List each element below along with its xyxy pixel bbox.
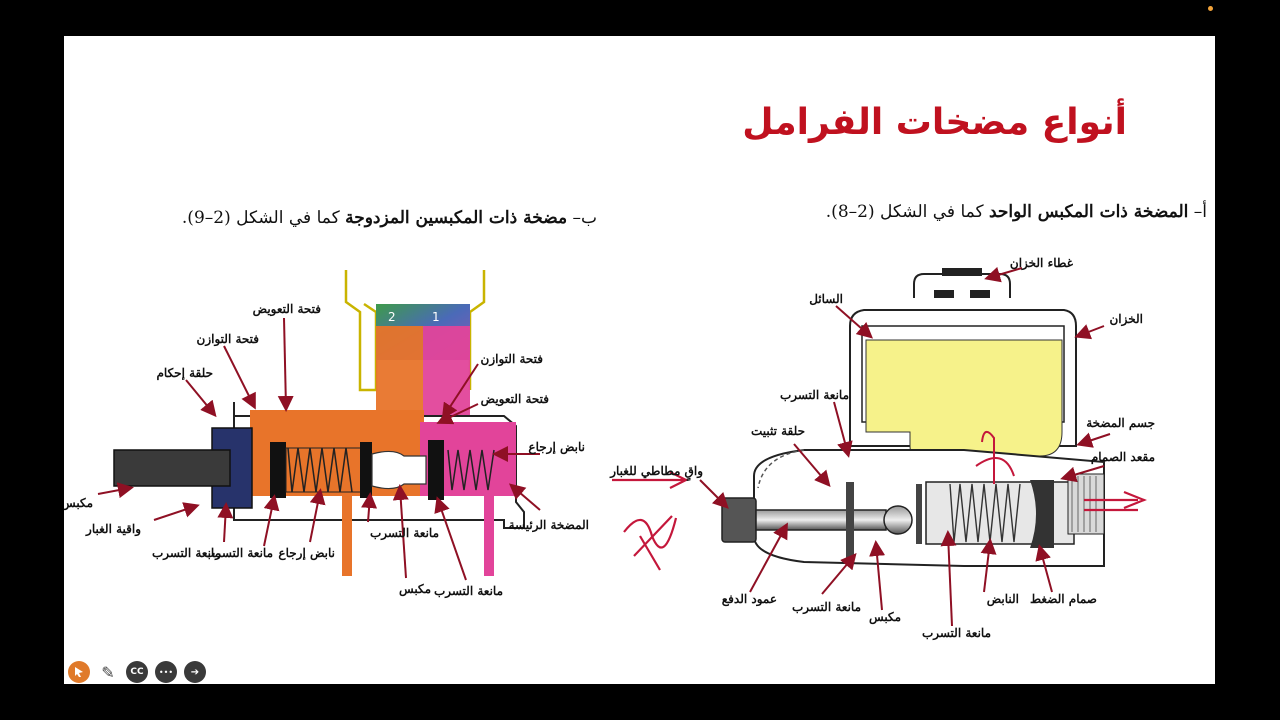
slide-title: أنواع مضخات الفرامل (742, 102, 1127, 143)
pen-icon: ✎ (101, 662, 115, 682)
label-dust-boot: واقٍ مطاطي للغبار (610, 464, 703, 478)
pressure-valve-shape (1030, 480, 1054, 548)
chamber-1-label: 1 (432, 310, 440, 324)
label-return-spring-bottom: نابض إرجاع (278, 546, 335, 560)
chamber-2-label: 2 (388, 310, 396, 324)
spring-coil (949, 483, 1021, 543)
slide-canvas: أنواع مضخات الفرامل أ– المضخة ذات المكبس… (64, 36, 1215, 684)
label-balance-port-right: فتحة التوازن (480, 352, 543, 366)
captions-button[interactable]: CC (126, 661, 148, 683)
label-pump-body: جسم المضخة (1086, 416, 1155, 430)
label-dust-guard: واقية الغبار (86, 522, 141, 536)
figure-single-piston (721, 268, 1147, 567)
label-piston-left: مكبس (64, 496, 93, 510)
recording-indicator (1208, 6, 1213, 11)
label-leak-seal-c: مانعة التسرب (369, 526, 439, 540)
label-leak-seal-d: مانعة التسرب (433, 584, 503, 598)
captions-icon: CC (130, 667, 144, 677)
annotation-toolbar: ✎ CC ••• ➔ (64, 660, 206, 684)
arrow-right-icon: ➔ (190, 666, 200, 678)
label-return-spring-right: نابض إرجاع (528, 440, 585, 454)
label-leak-seal-1: مانعة التسرب (791, 600, 861, 614)
label-leak-seal-2: مانعة التسرب (921, 626, 991, 640)
label-reservoir-cap: غطاء الخزان (1009, 256, 1073, 270)
next-slide-button[interactable]: ➔ (184, 661, 206, 683)
label-leak-seal-top: مانعة التسرب (779, 388, 849, 402)
more-options-button[interactable]: ••• (155, 661, 177, 683)
annotation-arrows-left (97, 317, 541, 581)
subtitle-dual-piston: ب– مضخة ذات المكبسين المزدوجة كما في الش… (181, 208, 597, 228)
subtitle-single-piston: أ– المضخة ذات المكبس الواحد كما في الشكل… (825, 202, 1207, 222)
push-rod-left (113, 449, 231, 487)
brake-pump-diagrams: 2 1 (97, 266, 1147, 627)
label-push-rod: عمود الدفع (721, 592, 777, 606)
reservoir-cap (913, 273, 1011, 298)
handwritten-arrows (1084, 490, 1147, 512)
label-reservoir: الخزان (1109, 312, 1143, 326)
figure-dual-piston: 2 1 (113, 270, 525, 576)
pointer-tool-button[interactable] (68, 661, 90, 683)
label-leak-seal-b: مانعة التسرب (203, 546, 273, 560)
label-compensation-port-right: فتحة التعويض (480, 392, 549, 406)
push-rod-nut (721, 497, 757, 543)
label-fixing-ring: حلقة تثبيت (750, 424, 805, 438)
label-piston: مكبس (869, 610, 901, 624)
push-rod (755, 509, 887, 531)
label-spring: النابض (986, 592, 1019, 606)
label-piston-bottom: مكبس (399, 582, 431, 596)
label-lock-ring: حلقة إحكام (156, 366, 213, 380)
pointer-icon (75, 667, 83, 677)
more-icon: ••• (158, 667, 174, 677)
pen-tool-button[interactable]: ✎ (97, 661, 119, 683)
label-compensation-port-top: فتحة التعويض (252, 302, 321, 316)
label-pressure-valve: صمام الضغط (1030, 592, 1097, 606)
handwritten-scribbles (612, 471, 689, 571)
annotation-arrows-right (699, 266, 1111, 627)
label-balance-port-left: فتحة التوازن (196, 332, 259, 346)
label-leak-seal-a: مانعة التسرب (151, 546, 221, 560)
label-fluid: السائل (809, 292, 843, 306)
label-main-pump: المضخة الرئيسة (508, 518, 589, 532)
label-valve-seat: مقعد الصمام (1090, 450, 1155, 464)
